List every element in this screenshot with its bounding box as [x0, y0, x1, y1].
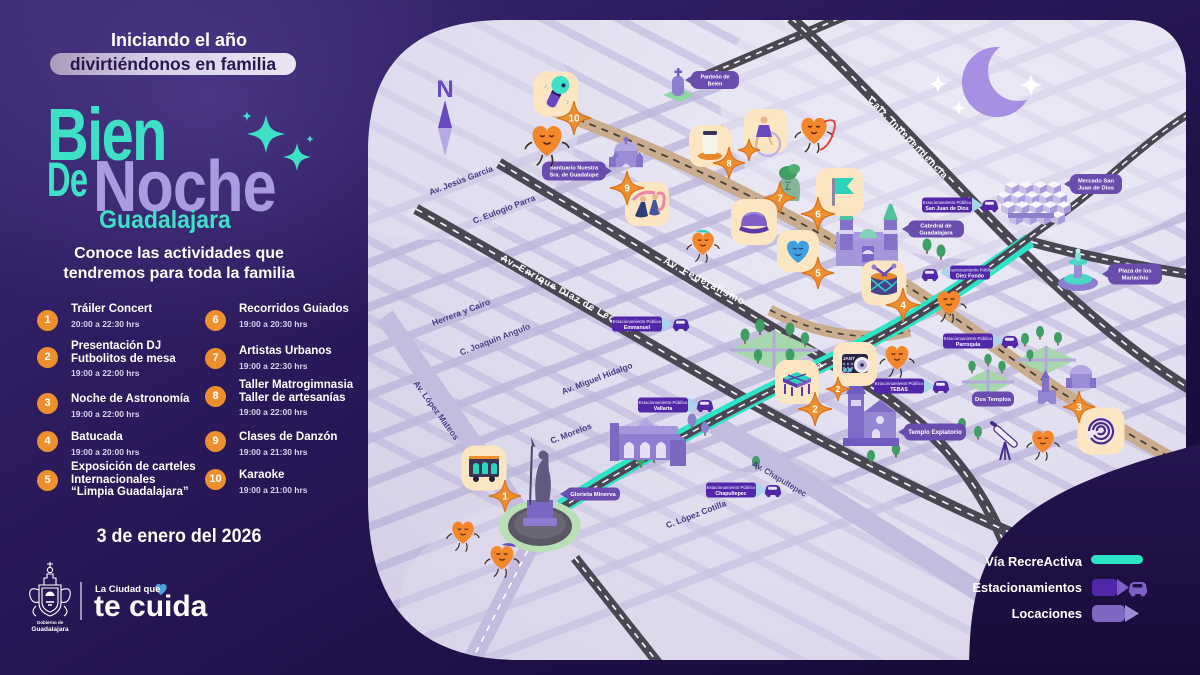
- svg-text:JANT: JANT: [843, 356, 855, 361]
- svg-text:Parroquia: Parroquia: [956, 342, 980, 348]
- svg-text:Mariachis: Mariachis: [1122, 276, 1149, 282]
- svg-text:Chapultepec: Chapultepec: [715, 491, 746, 497]
- svg-text:N: N: [436, 76, 453, 103]
- svg-text:♪: ♪: [566, 99, 570, 106]
- svg-text:2: 2: [812, 405, 818, 416]
- svg-text:Locaciones: Locaciones: [1012, 606, 1082, 621]
- svg-text:Estacionamiento Público: Estacionamiento Público: [613, 319, 662, 324]
- svg-text:Panteón de: Panteón de: [700, 75, 729, 81]
- svg-text:1: 1: [502, 492, 508, 503]
- svg-text:♪: ♪: [544, 83, 548, 90]
- svg-text:Glorieta Minerva: Glorieta Minerva: [570, 492, 616, 498]
- svg-text:Estacionamiento Público: Estacionamiento Público: [945, 267, 995, 272]
- svg-text:4: 4: [900, 301, 906, 312]
- svg-text:Juan de Dios: Juan de Dios: [1078, 186, 1114, 192]
- svg-text:Vía RecreActiva: Vía RecreActiva: [985, 554, 1083, 569]
- svg-text:Estacionamientos: Estacionamientos: [972, 580, 1082, 595]
- svg-text:Guadalajara: Guadalajara: [31, 626, 69, 633]
- svg-text:7: 7: [777, 194, 783, 205]
- svg-text:San Juan de Dios: San Juan de Dios: [925, 206, 968, 212]
- svg-text:Templo Expiatorio: Templo Expiatorio: [908, 429, 962, 436]
- svg-text:Estacionamiento Público: Estacionamiento Público: [639, 400, 688, 405]
- svg-text:Plaza de los: Plaza de los: [1118, 269, 1151, 275]
- svg-text:Belén: Belén: [708, 81, 723, 87]
- svg-text:5: 5: [815, 269, 821, 280]
- svg-text:Vallarta: Vallarta: [654, 406, 673, 412]
- svg-text:9: 9: [624, 184, 630, 195]
- svg-text:Catedral de: Catedral de: [920, 224, 952, 230]
- svg-text:Estacionamiento Público: Estacionamiento Público: [875, 381, 924, 386]
- svg-text:Estacionamiento Público: Estacionamiento Público: [944, 336, 993, 341]
- svg-text:Estacionamiento Público: Estacionamiento Público: [923, 200, 972, 205]
- svg-text:Diez Fondo: Diez Fondo: [956, 274, 984, 280]
- svg-text:Gobierno de: Gobierno de: [37, 620, 64, 625]
- svg-text:Guadalajara: Guadalajara: [919, 231, 953, 237]
- svg-text:TEBAS: TEBAS: [890, 387, 908, 393]
- svg-text:Estacionamiento Público: Estacionamiento Público: [707, 485, 756, 490]
- svg-text:10: 10: [568, 114, 580, 125]
- svg-text:Emmanuel: Emmanuel: [624, 325, 651, 331]
- svg-text:8: 8: [726, 158, 731, 168]
- svg-text:Mercado San: Mercado San: [1078, 179, 1115, 185]
- svg-text:6: 6: [815, 210, 821, 221]
- svg-text:3: 3: [1076, 403, 1082, 414]
- svg-text:Santuario Nuestra: Santuario Nuestra: [550, 166, 599, 172]
- svg-text:Dos Templos: Dos Templos: [975, 397, 1011, 403]
- svg-text:2: 2: [836, 385, 841, 394]
- svg-text:Sra. de Guadalupe: Sra. de Guadalupe: [549, 173, 598, 179]
